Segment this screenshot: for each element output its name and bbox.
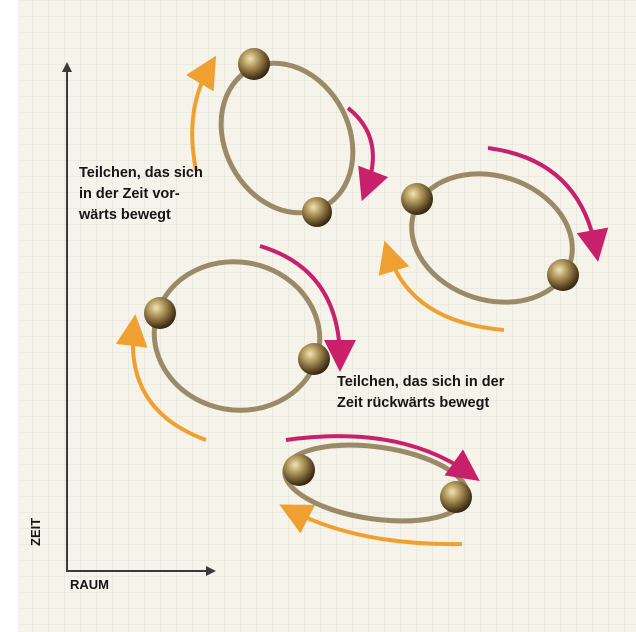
particle-2a [401,183,433,215]
backward-label-line-1: Teilchen, das sich in der [337,372,504,393]
particle-3a [144,297,176,329]
forward-label-line-3: wärts bewegt [79,205,203,226]
forward-label-line-1: Teilchen, das sich [79,163,203,184]
particle-3b [298,343,330,375]
particle-2b [547,259,579,291]
particle-1b [302,197,332,227]
particle-4b [440,481,472,513]
grid-background [18,0,636,632]
backward-particle-label: Teilchen, das sich in der Zeit rückwärts… [337,372,504,414]
backward-label-line-2: Zeit rückwärts bewegt [337,393,504,414]
forward-particle-label: Teilchen, das sich in der Zeit vor- wärt… [79,163,203,226]
x-axis-label: RAUM [70,577,109,592]
forward-label-line-2: in der Zeit vor- [79,184,203,205]
particle-1a [238,48,270,80]
y-axis-label: ZEIT [28,518,43,546]
particle-4a [283,454,315,486]
